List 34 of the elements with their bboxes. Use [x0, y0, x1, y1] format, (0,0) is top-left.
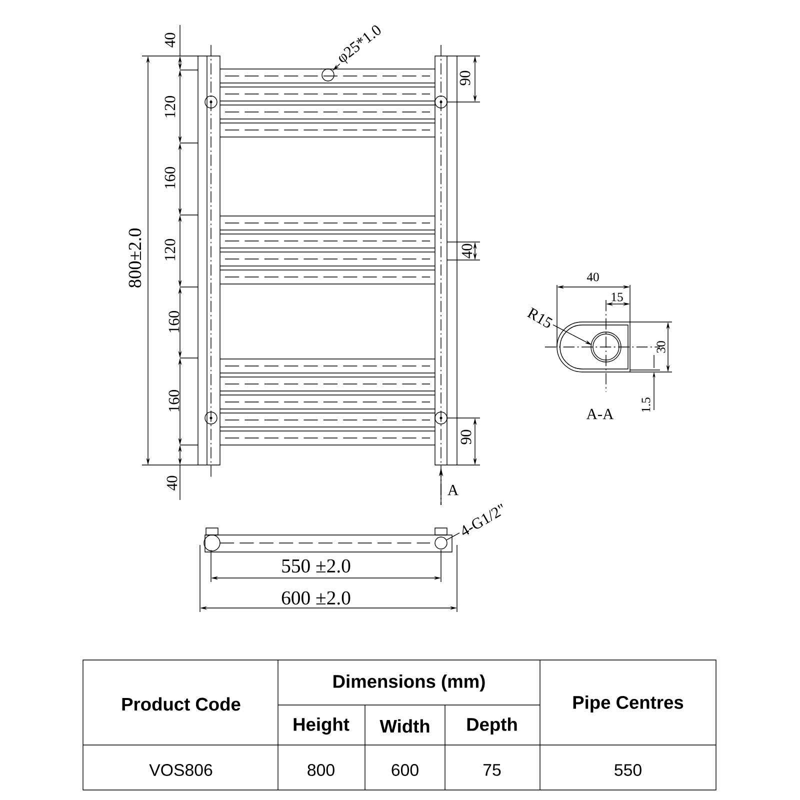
- table-header: Height: [294, 717, 350, 735]
- dimension-label: 120: [164, 96, 176, 118]
- dimension-label: 160: [164, 166, 176, 188]
- table-header: Width: [380, 719, 430, 733]
- table-cell: 800: [308, 764, 334, 776]
- dimension-label: 40: [586, 272, 599, 282]
- dimension-label: 120: [164, 238, 176, 260]
- dimension-label: 40: [166, 476, 178, 490]
- leader-line: [446, 532, 460, 540]
- pipe-circle: [322, 68, 334, 82]
- table-header: Pipe Centres: [573, 695, 684, 713]
- dimension-label: 90: [460, 70, 470, 86]
- dimension-label: 40: [164, 32, 176, 48]
- table-header: Depth: [467, 717, 517, 735]
- dimension-label: 550 ±2.0: [282, 559, 350, 573]
- pipe-circle: [434, 536, 448, 550]
- dimension-label: 160: [168, 390, 180, 412]
- dimension-label: 160: [168, 311, 180, 332]
- table-cell: VOS806: [149, 764, 212, 776]
- dimension-label: 15: [612, 292, 623, 302]
- dimension-label: 600 ±2.0: [282, 591, 350, 605]
- table-cell: 550: [614, 764, 642, 776]
- dimension-label: 1.5: [642, 398, 650, 412]
- section-title: A-A: [586, 408, 614, 420]
- dimension-label: 800±2.0: [128, 228, 142, 288]
- table-header: Dimensions (mm): [334, 674, 485, 692]
- table-cell: 75: [483, 764, 501, 776]
- table-cell: 600: [392, 764, 418, 776]
- table-header: Product Code: [122, 697, 240, 711]
- radius-label: R15: [526, 307, 553, 328]
- section-mark: A: [448, 484, 458, 496]
- dimension-label: 90: [460, 430, 472, 444]
- dimension-label: 30: [656, 341, 666, 353]
- dimension-label: 40: [462, 244, 472, 258]
